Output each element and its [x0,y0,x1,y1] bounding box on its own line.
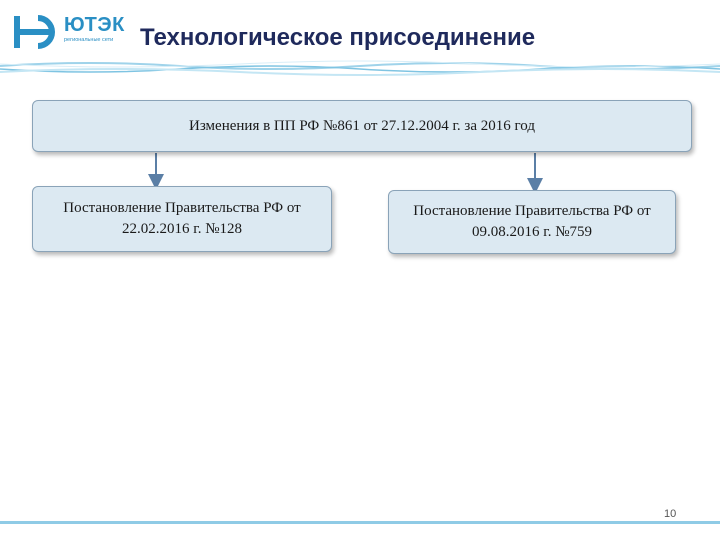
root-node-box: Изменения в ПП РФ №861 от 27.12.2004 г. … [32,100,692,152]
footer-divider [0,521,720,524]
root-node-label: Изменения в ПП РФ №861 от 27.12.2004 г. … [189,117,535,134]
logo-brand-text: ЮТЭК [64,14,125,36]
child-node-label: Постановление Правительства РФ от 09.08.… [413,203,651,240]
logo-subtitle: региональные сети [64,37,114,43]
header-wave-decoration [0,60,720,76]
company-logo: ЮТЭК региональные сети [12,12,125,52]
child-node-box-759: Постановление Правительства РФ от 09.08.… [388,190,676,254]
logo-mark-icon [14,15,55,49]
child-node-label: Постановление Правительства РФ от 22.02.… [63,200,301,237]
page-number: 10 [664,508,677,520]
slide-title: Технологическое присоединение [140,24,536,51]
child-node-box-128: Постановление Правительства РФ от 22.02.… [32,186,332,252]
